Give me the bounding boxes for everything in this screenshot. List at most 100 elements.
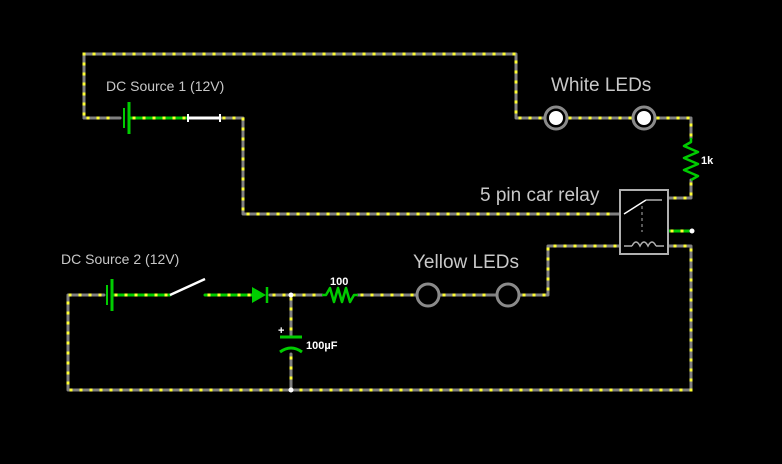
wire-led-yellow-to-relay[interactable] (518, 244, 622, 297)
capacitor-value: 100µF (306, 340, 338, 352)
current-dot (462, 52, 466, 56)
current-dot (172, 116, 176, 120)
current-dot (539, 388, 543, 392)
current-dot (689, 388, 693, 392)
wire-resistor-to-relay[interactable] (666, 178, 693, 200)
current-dot (241, 177, 245, 181)
current-dot (112, 52, 116, 56)
current-dot (289, 356, 293, 360)
current-dot (588, 116, 592, 120)
current-dot (689, 308, 693, 312)
current-dot (309, 388, 313, 392)
resistor-1k[interactable] (682, 138, 700, 182)
current-dot (241, 137, 245, 141)
current-dot (82, 102, 86, 106)
current-dot (286, 212, 290, 216)
dc-source-1[interactable] (123, 102, 131, 134)
current-dot (346, 212, 350, 216)
current-dot (429, 388, 433, 392)
current-dot (689, 378, 693, 382)
current-dot (241, 197, 245, 201)
white-led-2[interactable] (631, 105, 657, 131)
current-dot (366, 212, 370, 216)
relay-5-pin[interactable] (619, 189, 669, 255)
current-dot (586, 212, 590, 216)
dc-source-2[interactable] (106, 279, 114, 311)
current-dot (469, 388, 473, 392)
current-dot (144, 293, 148, 297)
current-dot (272, 52, 276, 56)
current-dot (689, 192, 693, 196)
wire-switch1-to-relay[interactable] (218, 116, 622, 216)
current-dot (452, 52, 456, 56)
current-dot (232, 52, 236, 56)
current-dot (241, 167, 245, 171)
current-dot (122, 52, 126, 56)
current-dot (519, 388, 523, 392)
resistor-1k-value: 1k (701, 155, 714, 167)
toggle-switch-2[interactable] (169, 277, 206, 297)
current-dot (266, 212, 270, 216)
current-dot (342, 52, 346, 56)
current-dot (142, 116, 146, 120)
current-dot (269, 388, 273, 392)
current-dot (182, 52, 186, 56)
white-leds-label: White LEDs (551, 75, 651, 96)
resistor-100[interactable] (322, 286, 358, 304)
current-dot (114, 293, 118, 297)
current-dot (159, 388, 163, 392)
relay-output-terminal[interactable] (689, 228, 695, 234)
current-dot (289, 317, 293, 321)
current-dot (553, 244, 557, 248)
current-dot (129, 388, 133, 392)
current-dot (382, 52, 386, 56)
current-dot (390, 293, 394, 297)
current-dot (68, 293, 72, 297)
current-dot (217, 293, 221, 297)
current-dot (241, 187, 245, 191)
current-dot (102, 52, 106, 56)
current-dot (689, 133, 693, 137)
yellow-led-1[interactable] (415, 282, 441, 308)
current-dot (412, 52, 416, 56)
current-dot (162, 52, 166, 56)
current-dot (568, 116, 572, 120)
current-dot (202, 52, 206, 56)
yellow-led-2[interactable] (495, 282, 521, 308)
current-dot (332, 52, 336, 56)
current-dot (242, 52, 246, 56)
current-dot (583, 244, 587, 248)
current-dot (532, 293, 536, 297)
current-dot (416, 212, 420, 216)
current-dot (336, 212, 340, 216)
current-dot (439, 388, 443, 392)
current-dot (596, 212, 600, 216)
current-dot (302, 52, 306, 56)
current-dot (109, 388, 113, 392)
current-dot (476, 212, 480, 216)
white-led-1[interactable] (543, 105, 569, 131)
current-dot (106, 116, 110, 120)
current-dot (689, 328, 693, 332)
current-dot (689, 288, 693, 292)
current-dot (389, 388, 393, 392)
capacitor-100uf[interactable] (279, 335, 303, 354)
current-dot (207, 293, 211, 297)
current-dot (686, 116, 690, 120)
current-dot (689, 358, 693, 362)
current-dot (466, 212, 470, 216)
push-switch-1[interactable] (187, 114, 221, 122)
current-dot (629, 388, 633, 392)
wire-led-white-to-resistor[interactable] (652, 116, 693, 140)
wire-bottom-loop[interactable] (66, 244, 693, 392)
current-dot (432, 52, 436, 56)
current-dot (292, 293, 296, 297)
current-dot (322, 52, 326, 56)
diode[interactable] (252, 287, 269, 303)
current-dot (472, 52, 476, 56)
current-dot (689, 348, 693, 352)
current-dot (227, 293, 231, 297)
current-dot (603, 244, 607, 248)
current-dot (262, 52, 266, 56)
current-dot (689, 268, 693, 272)
